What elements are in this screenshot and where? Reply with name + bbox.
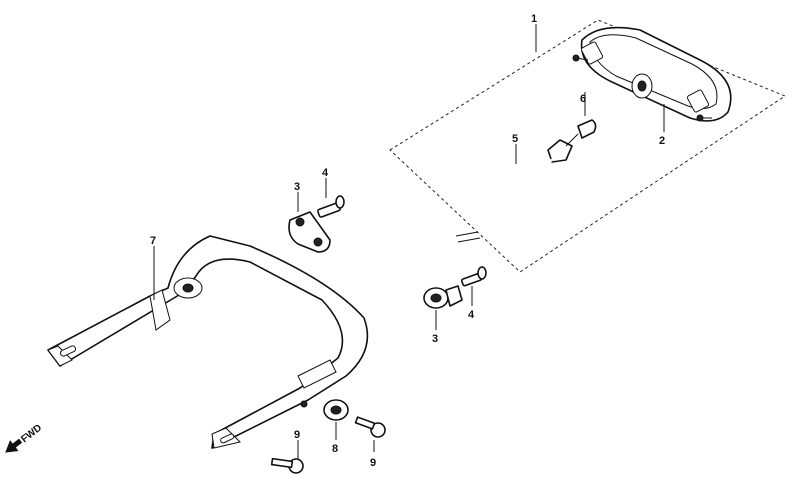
callout-3-upper: 3 xyxy=(294,181,300,193)
callout-9-right: 9 xyxy=(370,457,376,469)
callout-9-left: 9 xyxy=(294,429,300,441)
callout-3-lower: 3 xyxy=(432,333,438,345)
callout-1: 1 xyxy=(531,13,537,25)
bolt-lower xyxy=(460,266,487,287)
flange-bolt-left xyxy=(270,457,304,474)
rear-bracket xyxy=(47,235,369,449)
callout-5: 5 xyxy=(512,133,518,145)
fwd-arrow-icon xyxy=(5,438,23,453)
callout-7: 7 xyxy=(150,235,156,247)
callout-4-lower: 4 xyxy=(468,309,475,321)
tail-light-lens xyxy=(572,26,732,122)
leader-lines xyxy=(153,24,665,460)
flange-bolt-right xyxy=(354,416,386,438)
rubber-mount-lower xyxy=(423,285,463,309)
callout-4-upper: 4 xyxy=(322,167,329,179)
fwd-indicator: FWD xyxy=(5,423,44,453)
bolt-upper xyxy=(317,195,345,218)
collar xyxy=(323,399,349,421)
callout-6: 6 xyxy=(580,93,586,105)
callout-2: 2 xyxy=(659,135,665,147)
assembly-boundary xyxy=(389,19,787,273)
callout-8: 8 xyxy=(332,443,338,455)
bulb-part xyxy=(577,104,597,139)
wire-harness xyxy=(455,133,579,243)
rubber-mount-upper xyxy=(288,211,331,253)
fwd-label: FWD xyxy=(19,423,44,446)
